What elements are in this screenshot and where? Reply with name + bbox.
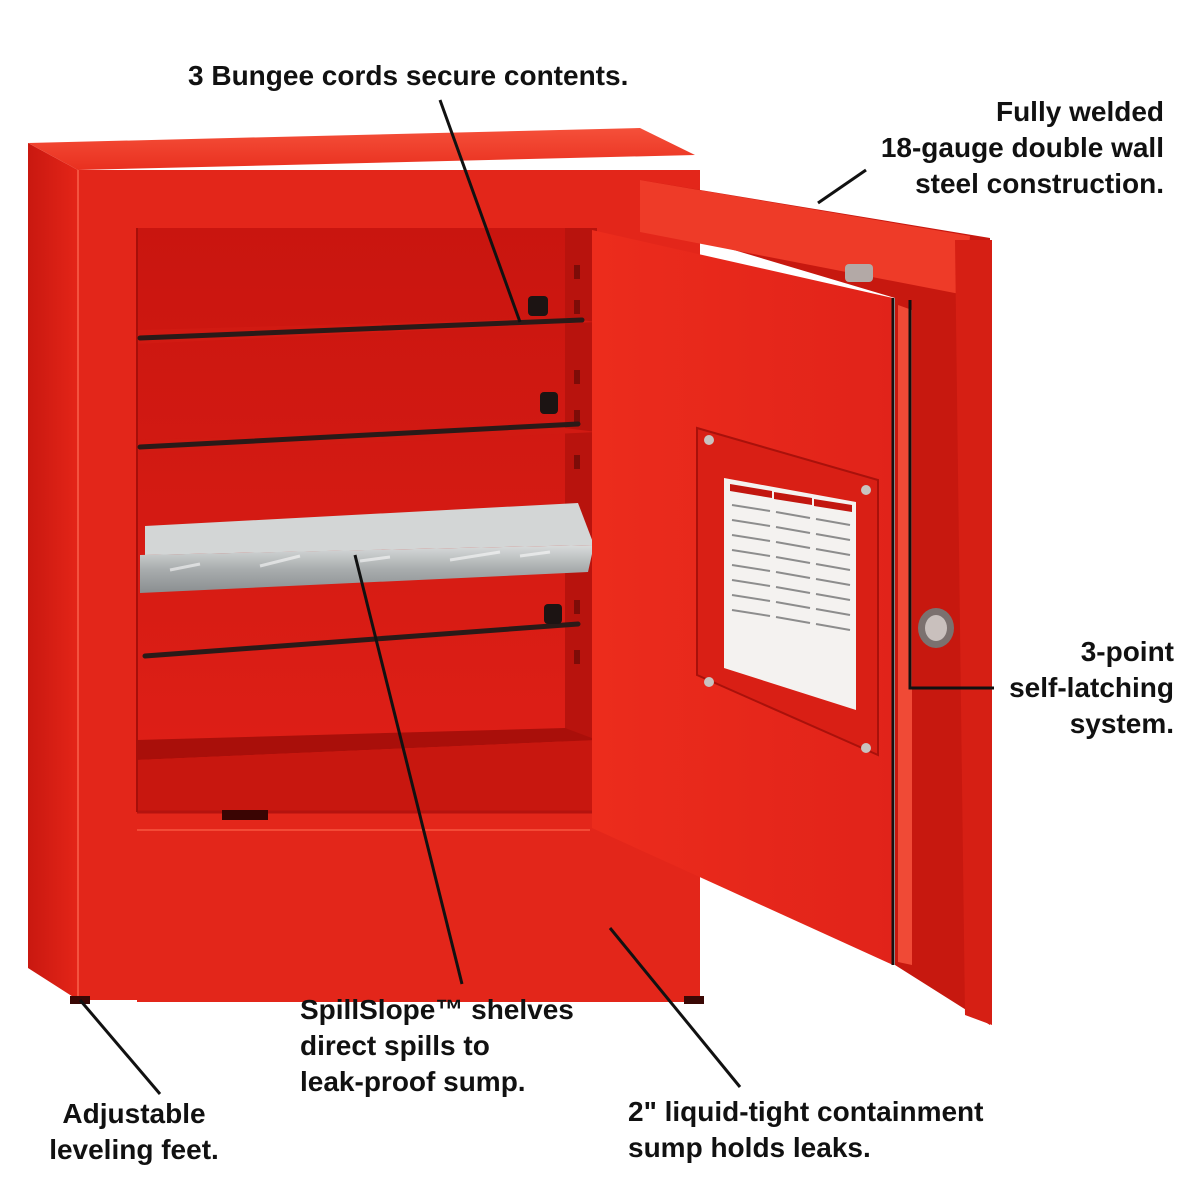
cabinet-top-panel bbox=[28, 128, 695, 170]
callout-self-latching: 3-point self-latching system. bbox=[1009, 634, 1174, 742]
leader-welded bbox=[817, 168, 867, 205]
sump-back bbox=[137, 728, 597, 760]
spillslope-shelf bbox=[140, 503, 594, 593]
callout-spillslope-line-2: direct spills to bbox=[300, 1030, 490, 1061]
callout-sump-line-2: sump holds leaks. bbox=[628, 1132, 871, 1163]
callout-welded-line-3: steel construction. bbox=[915, 168, 1164, 199]
door-lock-icon bbox=[918, 608, 954, 648]
callout-spillslope-shelves: SpillSlope™ shelves direct spills to lea… bbox=[300, 992, 574, 1100]
callout-spillslope-line-3: leak-proof sump. bbox=[300, 1066, 526, 1097]
sump-front-panel bbox=[137, 812, 699, 1002]
callout-latching-line-1: 3-point bbox=[1080, 636, 1174, 667]
callout-bungee-cords: 3 Bungee cords secure contents. bbox=[188, 58, 628, 94]
shelf-bracket-slots bbox=[574, 265, 580, 664]
leader-sump bbox=[608, 927, 742, 1088]
bungee-cord-bottom bbox=[142, 621, 581, 659]
callout-sump-line-1: 2" liquid-tight containment bbox=[628, 1096, 984, 1127]
callout-bungee-line-1: 3 Bungee cords secure contents. bbox=[188, 60, 629, 91]
cabinet-side-panel bbox=[28, 143, 78, 1000]
sump-floor bbox=[137, 740, 597, 812]
callout-latching-line-3: system. bbox=[1069, 708, 1174, 739]
door-top-latch bbox=[845, 264, 873, 282]
callout-feet-line-1: Adjustable bbox=[62, 1098, 206, 1129]
callout-welded-line-2: 18-gauge double wall bbox=[880, 132, 1164, 163]
callout-welded-construction: Fully welded 18-gauge double wall steel … bbox=[881, 94, 1164, 202]
callout-latching-line-2: self-latching bbox=[1009, 672, 1174, 703]
interior-shelf-middle bbox=[137, 428, 597, 454]
bungee-hooks bbox=[528, 296, 562, 624]
callout-leveling-feet: Adjustable leveling feet. bbox=[36, 1096, 232, 1168]
door-flange bbox=[955, 240, 992, 1025]
leader-latching bbox=[908, 300, 994, 690]
callout-feet-line-2: leveling feet. bbox=[49, 1134, 219, 1165]
callout-welded-line-1: Fully welded bbox=[995, 96, 1164, 127]
bungee-cord-middle bbox=[137, 421, 581, 450]
bungee-cord-top bbox=[137, 317, 585, 341]
bungee-cords bbox=[137, 317, 585, 659]
callout-containment-sump: 2" liquid-tight containment sump holds l… bbox=[628, 1094, 983, 1166]
leader-spillslope bbox=[353, 554, 464, 985]
warning-label-plate bbox=[696, 426, 879, 757]
leader-bungee bbox=[438, 99, 522, 323]
sump-drain-slot bbox=[222, 810, 268, 820]
callout-spillslope-line-1: SpillSlope™ shelves bbox=[300, 994, 574, 1025]
callout-leader-lines bbox=[78, 99, 994, 1095]
leader-feet bbox=[78, 999, 162, 1095]
door-top-lip bbox=[640, 180, 970, 295]
